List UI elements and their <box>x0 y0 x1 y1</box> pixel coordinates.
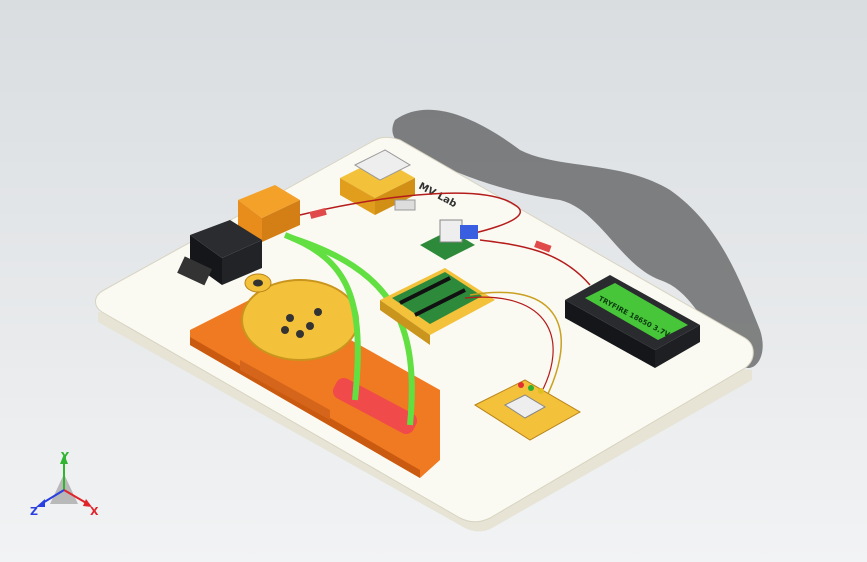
wire-connector-left <box>309 208 327 219</box>
x-axis-label: X <box>90 505 99 518</box>
red-wire-battery <box>479 239 591 286</box>
relay-module[interactable] <box>420 219 478 260</box>
z-axis-arrow <box>36 499 45 507</box>
y-axis-label: Y <box>61 450 69 463</box>
battery-holder[interactable]: TRYFIRE 18650 3.7V <box>565 275 700 368</box>
sensor-wires-2 <box>464 296 554 396</box>
rotary-knob[interactable] <box>244 273 272 293</box>
wire-connector-right <box>534 240 552 253</box>
orientation-triad[interactable] <box>28 446 108 526</box>
z-axis-label: Z <box>30 505 38 518</box>
x-axis-line <box>63 489 89 505</box>
x-axis-arrow <box>83 499 92 507</box>
yellow-gear-motor[interactable] <box>340 149 416 215</box>
sensor-wires <box>469 291 562 401</box>
y-axis-arrow <box>60 454 68 464</box>
red-wire-top <box>299 192 521 241</box>
pump-assembly[interactable] <box>177 185 300 286</box>
sensor-board[interactable] <box>473 379 582 441</box>
cast-shadow <box>392 109 763 369</box>
controller-board[interactable] <box>380 268 495 345</box>
